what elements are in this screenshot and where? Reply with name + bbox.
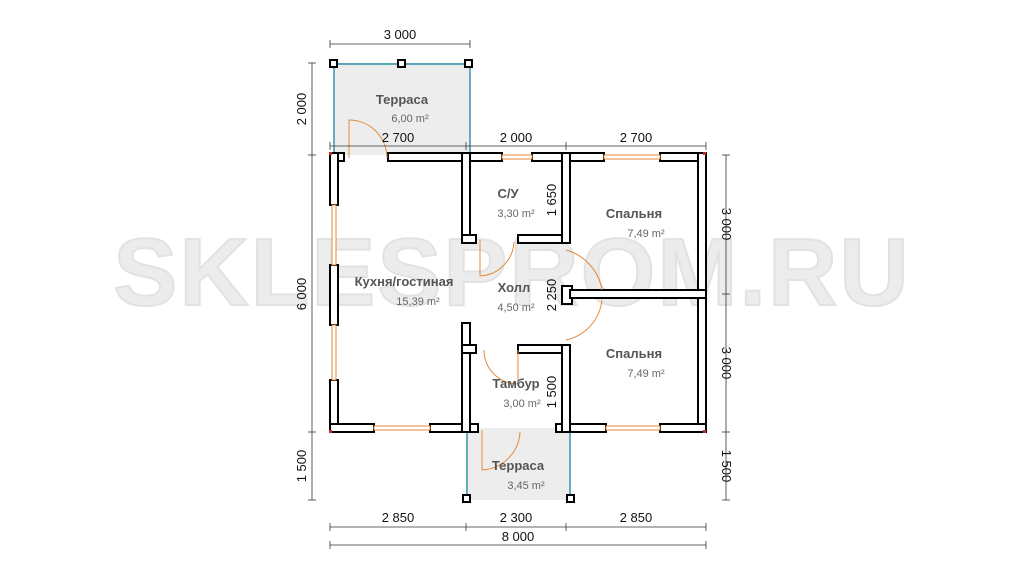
room-kitchen-area: 15,39 m²: [396, 296, 440, 308]
room-terrace-bottom-area: 3,45 m²: [507, 480, 545, 492]
room-bedroom-top-name: Спальня: [606, 206, 662, 221]
dim-terrace-bottom-left: 1 500: [294, 450, 309, 483]
room-wc-area: 3,30 m²: [497, 208, 535, 220]
dim-wc-depth: 1 650: [544, 184, 559, 217]
room-bedroom-bottom-area: 7,49 m²: [627, 368, 665, 380]
dim-terrace-top-width: 3 000: [384, 27, 417, 42]
dim-right-bottom: 3 000: [719, 347, 734, 380]
terrace-posts: [329, 59, 575, 503]
dim-vestibule-depth: 1 500: [544, 376, 559, 409]
dim-terrace-top-depth: 2 000: [294, 93, 309, 126]
room-terrace-top-name: Терраса: [376, 92, 429, 107]
room-kitchen-name: Кухня/гостиная: [355, 274, 454, 289]
room-bedroom-bottom-name: Спальня: [606, 346, 662, 361]
dim-bottom-seg-2: 2 300: [500, 510, 533, 525]
dim-total-width: 8 000: [502, 529, 535, 544]
dim-terrace-bottom-right: 1 500: [719, 450, 734, 483]
interior-walls: [461, 152, 707, 433]
room-terrace-top-area: 6,00 m²: [391, 113, 429, 125]
corner-markers: [329, 152, 706, 433]
dim-hall-depth: 2 250: [544, 279, 559, 312]
windows: [331, 154, 661, 431]
dim-right-top: 3 000: [719, 208, 734, 241]
doors: [348, 119, 603, 471]
dimension-lines: [308, 40, 730, 549]
room-hall-name: Холл: [498, 280, 531, 295]
dim-top-seg-2: 2 000: [500, 130, 533, 145]
room-hall-area: 4,50 m²: [497, 302, 535, 314]
dim-bottom-seg-3: 2 850: [620, 510, 653, 525]
terrace-top-floor: [334, 63, 470, 155]
dim-left-height: 6 000: [294, 278, 309, 311]
room-terrace-bottom-name: Терраса: [492, 458, 545, 473]
room-wc-name: С/У: [497, 186, 519, 201]
room-vestibule-name: Тамбур: [492, 376, 539, 391]
room-vestibule-area: 3,00 m²: [503, 398, 541, 410]
watermark: SKLESPROM.RU: [113, 219, 910, 326]
dim-top-seg-3: 2 700: [620, 130, 653, 145]
room-bedroom-top-area: 7,49 m²: [627, 228, 665, 240]
terrace-bottom-floor: [466, 428, 570, 500]
dim-bottom-seg-1: 2 850: [382, 510, 415, 525]
dim-top-seg-1: 2 700: [382, 130, 415, 145]
